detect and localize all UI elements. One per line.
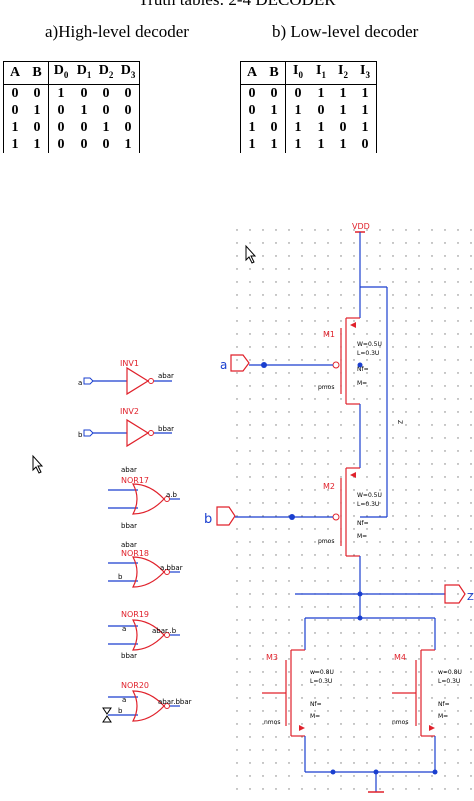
vdd-label: VDD (352, 222, 370, 231)
input-label: bbar (121, 522, 137, 530)
header-cell: I2 (332, 61, 354, 85)
m3-name: M3 (266, 653, 278, 662)
output-label: a.b (166, 491, 178, 499)
arrow-icon (350, 472, 356, 478)
m4-name: M4 (394, 653, 406, 662)
output-pin-z (444, 584, 466, 604)
cursor-icon (245, 244, 257, 264)
svg-text:Nf=: Nf= (357, 520, 369, 527)
m1-name: M1 (323, 330, 335, 339)
gate-name: NOR18 (121, 549, 149, 558)
inverter-inv2: INV2 b bbar (78, 407, 174, 448)
input-label: b (78, 431, 83, 439)
svg-text:w=0.8U: w=0.8U (310, 669, 334, 676)
arrow-icon (350, 322, 356, 328)
svg-text:nmos: nmos (264, 719, 280, 726)
svg-text:L=0.3U: L=0.3U (357, 501, 379, 508)
svg-text:L=0.3U: L=0.3U (438, 678, 460, 685)
svg-text:pmos: pmos (318, 384, 334, 391)
input-label: abar (121, 541, 137, 549)
svg-text:W=0.5U: W=0.5U (357, 341, 382, 348)
svg-text:M=: M= (357, 380, 367, 387)
nor-gate-nor17: abar NOR17 a.b bbar (108, 466, 180, 530)
svg-text:M=: M= (310, 713, 320, 720)
svg-text:nmos: nmos (392, 719, 408, 726)
header-cell: I1 (310, 61, 332, 85)
gate-name: INV1 (120, 359, 139, 368)
inverter-inv1: INV1 a abar (78, 359, 174, 396)
input-label: a (78, 379, 82, 387)
side-z-label: Z (396, 420, 403, 424)
header-cell: D1 (73, 61, 95, 85)
nor-gate-nor18: abar NOR18 a.bbar b (108, 541, 183, 588)
gate-name: NOR17 (121, 476, 149, 485)
output-label: abar.bbar (158, 698, 192, 706)
svg-text:M=: M= (438, 713, 448, 720)
m2-name: M2 (323, 482, 335, 491)
arrow-icon (429, 725, 435, 731)
gate-name: NOR19 (121, 610, 149, 619)
hourglass-icon (102, 707, 112, 723)
output-label: a.bbar (160, 564, 183, 572)
svg-text:Nf=: Nf= (310, 701, 322, 708)
input-label: b (118, 707, 123, 715)
arrow-icon (299, 725, 305, 731)
nor-gate-nor20: NOR20 a abar.bbar b (102, 681, 192, 723)
gate-name: INV2 (120, 407, 139, 416)
output-label: abar..b (152, 627, 177, 635)
svg-text:M=: M= (357, 533, 367, 540)
svg-text:w=0.8U: w=0.8U (438, 669, 462, 676)
svg-text:L=0.3U: L=0.3U (310, 678, 332, 685)
header-cell: B (263, 61, 286, 85)
header-cell: D2 (95, 61, 117, 85)
input-label: a (122, 696, 126, 704)
svg-text:Nf=: Nf= (357, 366, 369, 373)
header-cell: I3 (354, 61, 377, 85)
high-level-title: a)High-level decoder (45, 22, 189, 41)
gate-name: NOR20 (121, 681, 149, 690)
input-label: a (122, 625, 126, 633)
svg-text:Nf=: Nf= (438, 701, 450, 708)
transistor-schematic: VDD M1 W=0.5U L=0.3U pmos Nf= M= a M2 (204, 222, 474, 793)
svg-text:L=0.3U: L=0.3U (357, 350, 379, 357)
header-cell: A (3, 61, 26, 85)
table-header-row: A B I0 I1 I2 I3 (240, 61, 377, 85)
output-label: abar (158, 372, 174, 380)
header-cell: I0 (285, 61, 310, 85)
header-cell: D0 (48, 61, 73, 85)
figure-caption: Truth tables: 2-4 DECODER (0, 0, 474, 10)
low-level-title: b) Low-level decoder (272, 22, 419, 41)
header-cell: B (26, 61, 49, 85)
svg-text:pmos: pmos (318, 538, 334, 545)
input-pin-a (230, 354, 250, 372)
svg-text:W=0.5U: W=0.5U (357, 492, 382, 499)
input-label: bbar (121, 652, 137, 660)
cursor-icon (32, 454, 44, 474)
output-label: bbar (158, 425, 174, 433)
header-cell: D3 (117, 61, 140, 85)
input-label: abar (121, 466, 137, 474)
nor-gate-nor19: NOR19 a abar..b bbar (108, 610, 180, 660)
input-label: b (118, 573, 123, 581)
input-pin-b (216, 506, 236, 526)
output-z-label: Z (467, 592, 474, 603)
table-header-row: A B D0 D1 D2 D3 (3, 61, 140, 85)
input-a-label: a (220, 358, 227, 372)
input-b-label: b (204, 512, 212, 527)
header-cell: A (240, 61, 263, 85)
